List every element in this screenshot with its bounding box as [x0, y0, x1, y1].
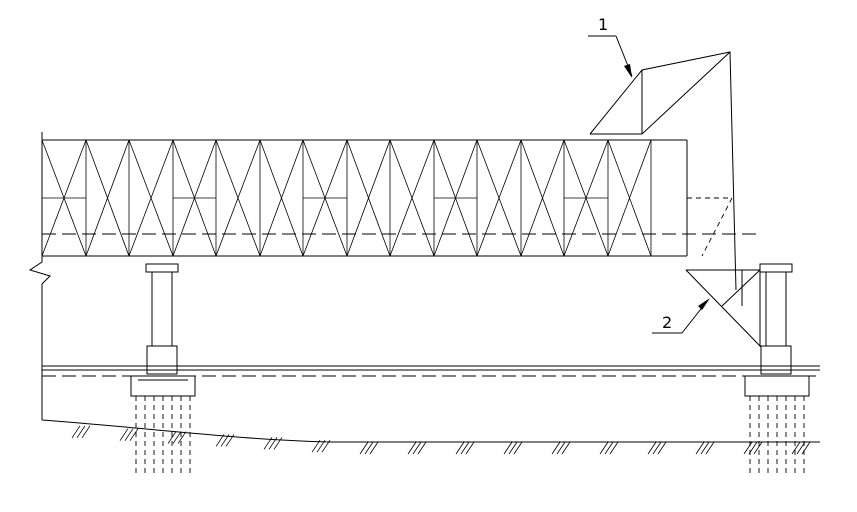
left-abutment — [28, 132, 51, 420]
ground-hatch — [609, 441, 619, 455]
water-surface — [42, 365, 820, 377]
launching-nose-dashed — [42, 197, 760, 257]
ground-hatch — [604, 441, 614, 455]
ground-hatch — [369, 441, 379, 455]
upper-launching-frame — [589, 51, 737, 291]
truss-diagonal — [259, 139, 304, 257]
ground-hatch — [407, 441, 417, 455]
ground-hatch — [753, 441, 763, 455]
ground-hatch — [177, 431, 187, 444]
ground-hatch — [124, 428, 134, 441]
ground-hatch — [76, 425, 86, 439]
ground-hatch — [791, 441, 801, 455]
ground-hatch — [551, 441, 561, 455]
ground-hatch — [455, 441, 465, 455]
ground-hatch — [695, 441, 705, 455]
ground-hatch — [321, 439, 331, 453]
ground-hatch — [748, 441, 758, 455]
ground-hatch — [705, 441, 715, 455]
ground-hatch — [215, 434, 225, 447]
ground-hatch — [503, 441, 513, 455]
ground-hatch — [81, 425, 91, 439]
ground-hatch — [268, 437, 278, 450]
callout-2-label: 2 — [662, 313, 672, 332]
truss-diagonal — [607, 139, 652, 257]
ground-hatch — [412, 441, 422, 455]
ground-hatch — [508, 441, 518, 455]
truss-diagonal — [85, 139, 130, 257]
ground-hatch — [225, 434, 235, 447]
ground-hatch — [657, 441, 667, 455]
ground-hatch — [796, 441, 806, 455]
ground-hatch — [71, 425, 81, 439]
callout-2-leader — [652, 298, 710, 334]
ground-hatch — [743, 441, 753, 455]
ground-hatch — [556, 441, 566, 455]
truss-diagonal — [389, 139, 435, 257]
pile-foundations — [135, 396, 805, 474]
ground-hatch — [364, 441, 374, 455]
ground-hatch — [417, 441, 427, 455]
ground-hatch — [172, 431, 182, 444]
truss-diagonal — [346, 139, 391, 257]
callout-1-leader — [588, 35, 633, 78]
ground-hatch — [359, 441, 369, 455]
truss-girder — [41, 139, 688, 257]
ground-hatch — [119, 428, 129, 441]
ground-hatch — [311, 439, 321, 453]
ground-hatch — [513, 441, 523, 455]
ground-hatch — [700, 441, 710, 455]
ground-hatch — [167, 431, 177, 444]
ground-hatch — [647, 441, 657, 455]
ground-hatch — [220, 434, 230, 447]
lower-support-bracket — [685, 269, 761, 348]
ground-hatch — [316, 439, 326, 453]
truss-diagonal — [215, 139, 261, 257]
ground-hatch — [465, 441, 475, 455]
riverbed-ground — [41, 419, 820, 455]
ground-hatch — [263, 437, 273, 450]
ground-hatch — [801, 441, 811, 455]
ground-hatch — [273, 437, 283, 450]
ground-hatch — [460, 441, 470, 455]
truss-diagonal — [128, 139, 174, 257]
ground-hatch — [652, 441, 662, 455]
truss-diagonal — [520, 139, 565, 257]
ground-hatch — [599, 441, 609, 455]
ground-hatch — [561, 441, 571, 455]
callout-1-label: 1 — [598, 15, 608, 34]
ground-hatch — [129, 428, 139, 441]
truss-diagonal — [476, 139, 522, 257]
